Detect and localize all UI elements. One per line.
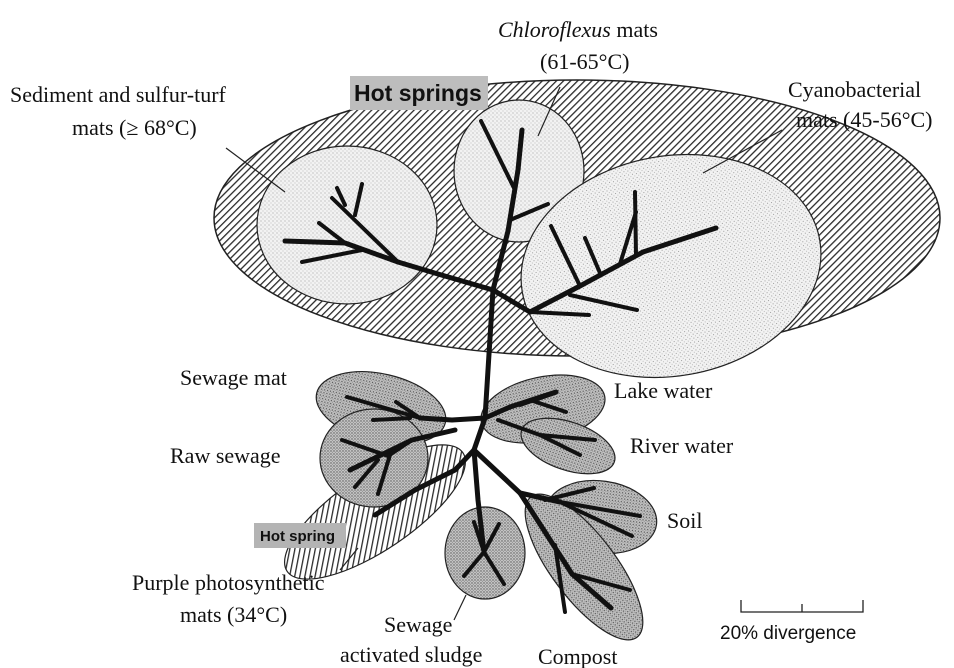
hot-springs-title: Hot springs [354,80,482,106]
soil-label: Soil [667,508,702,533]
sediment-cluster [257,146,437,304]
purple-label-line1: Purple photosynthetic [132,570,325,595]
sewage-mat-twig-3 [373,418,410,420]
chloroflexus-label-line2: (61-65°C) [540,49,629,74]
scale-bar-line [741,600,863,612]
scale-bar: 20% divergence [720,600,863,644]
chloroflexus-label-line1: Chloroflexus mats [498,17,658,42]
compost-label: Compost [538,644,617,668]
sludge-label-line1: Sewage [384,612,452,637]
sediment-label-line2: mats (≥ 68°C) [72,115,197,140]
scale-bar-label: 20% divergence [720,623,856,644]
purple-label-line2: mats (34°C) [180,602,287,627]
sludge-label-line2: activated sludge [340,642,482,667]
sewage-mat-label: Sewage mat [180,365,287,390]
hot-spring-small-label: Hot spring [254,523,346,548]
cyano-label-line2: mats (45-56°C) [796,107,933,132]
hot-spring-small-text: Hot spring [260,528,335,545]
sewage-branch [420,418,485,420]
raw-sewage-label: Raw sewage [170,443,281,468]
chloroflexus-italic: Chloroflexus [498,17,611,42]
lake-water-label: Lake water [614,378,713,403]
chloroflexus-rest: mats [611,17,658,42]
sediment-label-line1: Sediment and sulfur-turf [10,82,227,107]
cyano-label-line1: Cyanobacterial [788,77,921,102]
cyano-twig-4 [635,192,636,255]
sludge-leader [454,595,466,620]
river-water-label: River water [630,433,734,458]
